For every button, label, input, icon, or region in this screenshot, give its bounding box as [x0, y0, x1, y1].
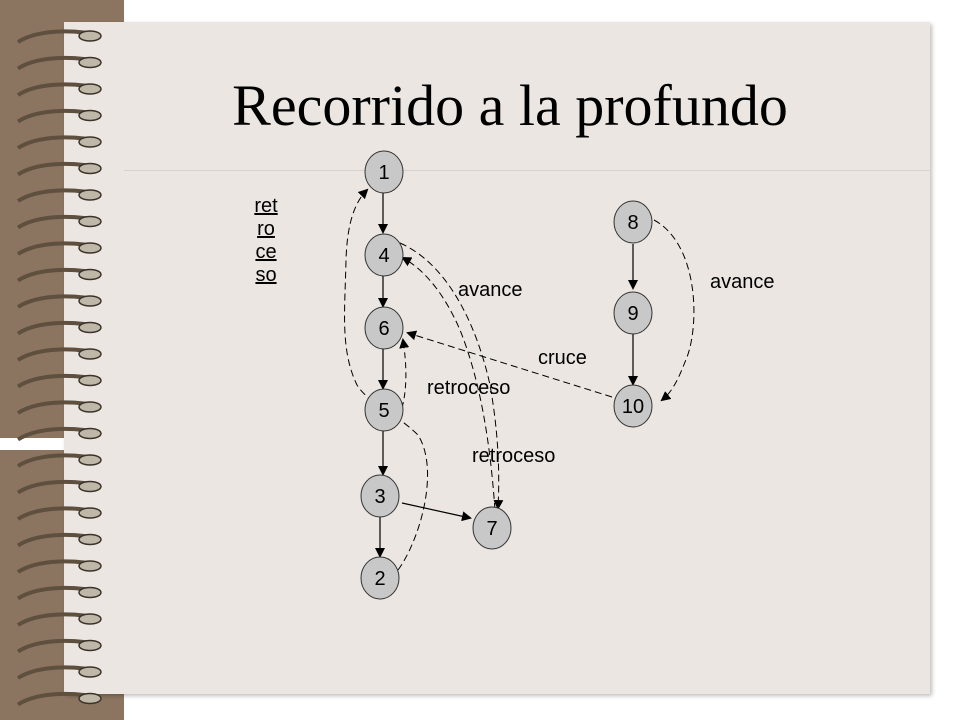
- dashed-edge-2-1: [344, 188, 429, 571]
- spiral-ring-end: [78, 109, 102, 122]
- node-circle: [360, 474, 400, 518]
- spiral-ring-end: [78, 374, 102, 387]
- spiral-ring-end: [78, 215, 102, 228]
- node-4: 4: [364, 233, 404, 277]
- dashed-edge-10-6: [406, 330, 613, 398]
- node-circle: [364, 150, 404, 194]
- node-label: 10: [622, 396, 644, 418]
- spiral-ring-end: [78, 427, 102, 440]
- spiral-ring-end: [78, 321, 102, 334]
- node-6: 6: [364, 306, 404, 350]
- node-label: 1: [378, 162, 389, 184]
- spiral-ring-end: [78, 30, 102, 42]
- spiral-ring-end: [78, 454, 102, 466]
- spiral-ring-end: [78, 560, 102, 572]
- title-rule: [124, 170, 930, 171]
- spiral-ring-end: [78, 613, 102, 625]
- spiral-ring-end: [78, 162, 102, 175]
- dashed-edge-4-7: [399, 242, 504, 510]
- spiral-ring-end: [78, 348, 102, 360]
- spiral-ring-end: [78, 666, 102, 678]
- node-label: 9: [627, 303, 638, 325]
- node-2: 2: [360, 556, 400, 600]
- node-9: 9: [613, 291, 653, 335]
- node-label: 5: [378, 400, 389, 422]
- node-circle: [364, 233, 404, 277]
- node-circle: [613, 384, 653, 428]
- dashed-edge-8-10: [653, 219, 695, 402]
- spiral-binding: [16, 29, 102, 707]
- node-circle: [364, 388, 404, 432]
- slide-paper: [64, 22, 930, 694]
- node-label: 4: [378, 245, 389, 267]
- node-label: 6: [378, 318, 389, 340]
- spiral-ring-end: [78, 189, 102, 201]
- edge-3-7: [401, 502, 472, 522]
- edge-label-avance-right: avance: [710, 271, 775, 293]
- node-label: 2: [374, 568, 385, 590]
- spiral-ring-end: [78, 533, 102, 546]
- spiral-ring-end: [78, 268, 102, 281]
- spiral-ring-end: [78, 242, 102, 254]
- spiral-ring-end: [78, 295, 102, 307]
- edge-label-retroceso-mid: retroceso: [427, 377, 510, 399]
- edge-label-avance-left: avance: [458, 279, 523, 301]
- dashed-edge-7-4: [401, 257, 496, 511]
- spiral-ring-end: [78, 586, 102, 599]
- retroceso-vertical-label: retroceso: [254, 195, 278, 286]
- spiral-ring-end: [78, 480, 102, 493]
- node-10: 10: [613, 384, 653, 428]
- edge-label-retroceso-low: retroceso: [472, 445, 555, 467]
- node-label: 3: [374, 486, 385, 508]
- slide-title: Recorrido a la profundo: [232, 73, 788, 138]
- spiral-ring-end: [78, 83, 102, 95]
- dashed-edge-5-6: [399, 338, 410, 409]
- node-1: 1: [364, 150, 404, 194]
- node-circle: [613, 200, 653, 244]
- spiral-ring-end: [78, 56, 102, 69]
- node-circle: [613, 291, 653, 335]
- node-7: 7: [472, 506, 512, 550]
- edge-label-cruce: cruce: [538, 347, 587, 369]
- node-label: 7: [486, 518, 497, 540]
- node-label: 8: [627, 212, 638, 234]
- spiral-ring-end: [78, 401, 102, 413]
- node-5: 5: [364, 388, 404, 432]
- node-circle: [364, 306, 404, 350]
- node-3: 3: [360, 474, 400, 518]
- spiral-ring-end: [78, 639, 102, 652]
- node-8: 8: [613, 200, 653, 244]
- node-circle: [472, 506, 512, 550]
- spiral-ring-end: [78, 507, 102, 519]
- node-circle: [360, 556, 400, 600]
- spiral-ring-end: [78, 136, 102, 148]
- spiral-ring-end: [78, 692, 102, 705]
